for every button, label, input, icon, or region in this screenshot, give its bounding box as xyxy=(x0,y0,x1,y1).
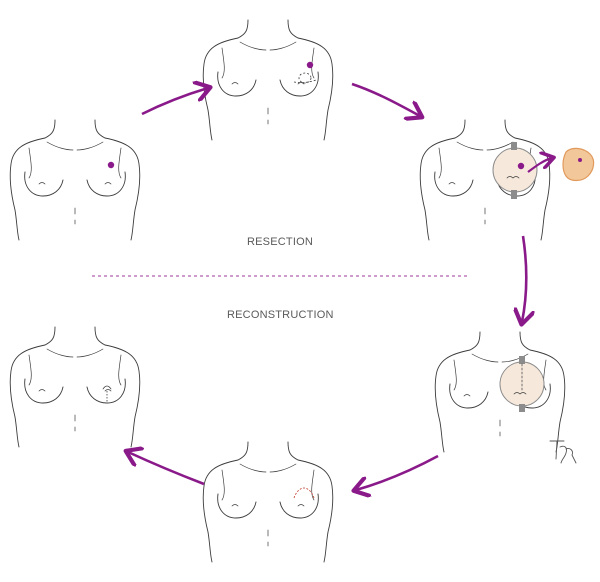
step-5-torso xyxy=(202,441,334,563)
artist-signature xyxy=(549,440,577,464)
tumor-dot xyxy=(107,161,115,169)
arrow-step4-to-step5 xyxy=(356,454,439,490)
specimen-tumor-dot xyxy=(578,158,582,162)
arrow-step2-to-step3 xyxy=(351,82,420,116)
retractor-top xyxy=(511,142,517,150)
tumor-dot xyxy=(306,61,314,69)
step-6-torso xyxy=(9,326,141,448)
excision-outline xyxy=(298,72,312,84)
excision-outline-tail xyxy=(293,79,317,84)
retractor-bottom xyxy=(511,190,517,199)
arrow-step3-to-step4 xyxy=(522,235,526,322)
arrow-step5-to-step6 xyxy=(128,452,205,486)
resection-label: RESECTION xyxy=(247,236,313,248)
step-1-torso xyxy=(9,119,141,241)
step-4-torso xyxy=(434,331,566,453)
excised-specimen xyxy=(562,147,595,182)
retractor-bottom xyxy=(519,404,525,412)
tumor-dot xyxy=(517,162,525,170)
arrow-step1-to-step2 xyxy=(141,88,208,116)
incision-line-left xyxy=(293,487,305,499)
reconstruction-label: RECONSTRUCTION xyxy=(227,309,334,321)
step-2-torso xyxy=(202,19,334,141)
specimen-arrow xyxy=(527,158,552,173)
step-3-torso xyxy=(419,119,551,241)
incision-line-right xyxy=(303,487,315,499)
retractor-top xyxy=(519,356,525,364)
